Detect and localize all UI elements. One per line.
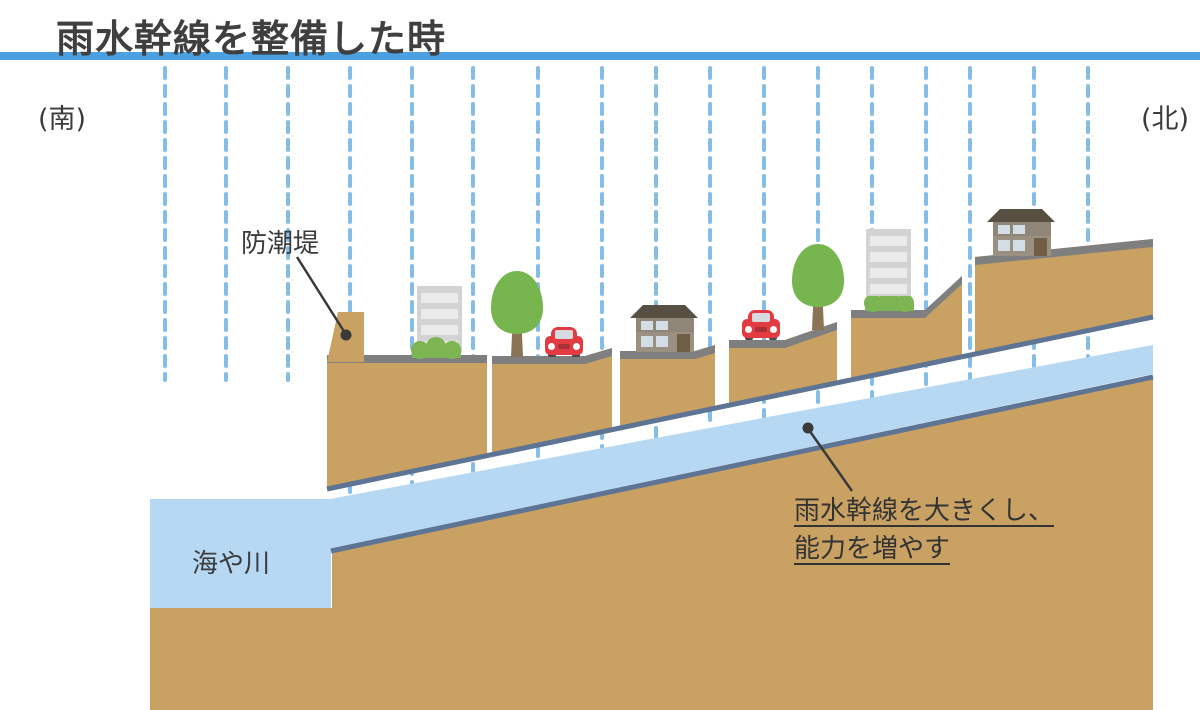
trunk-callout-line2: 能力を増やす [794,534,951,564]
road-terrace-6 [975,239,1153,265]
trunk-callout-line1: 雨水幹線を大きくし、 [794,496,1055,526]
road-terrace-4 [729,322,837,348]
title-accent-bar [0,52,1200,60]
building-icon [866,229,911,296]
channel-bottom-edge [330,374,1154,554]
trunk-callout-label: 雨水幹線を大きくし、 能力を増やす [794,492,1054,568]
compass-north-label: (北) [1141,104,1190,135]
house-icon [987,209,1055,256]
sea-callout-label: 海や川 [192,549,271,579]
terrace-2 [492,348,612,453]
car-icon [742,310,780,340]
terrace-3 [620,345,715,426]
trunk-pointer [802,422,854,492]
terrace-1 [327,355,487,487]
seawall-callout-label: 防潮堤 [241,229,320,259]
tree-icon [491,271,543,357]
compass-south-label: (南) [38,104,87,135]
page-title: 雨水幹線を整備した時 [56,17,447,61]
tree-icon [792,244,844,330]
ground-mass [150,376,1153,710]
seawall-pointer [295,256,352,341]
trunk-channel-water [330,345,1153,549]
car-icon [545,327,583,357]
road-terrace-5 [851,276,962,318]
bush-icon [411,337,461,359]
channel-top-edge [326,314,1154,492]
house-icon [630,305,698,352]
sea-water [150,499,331,608]
